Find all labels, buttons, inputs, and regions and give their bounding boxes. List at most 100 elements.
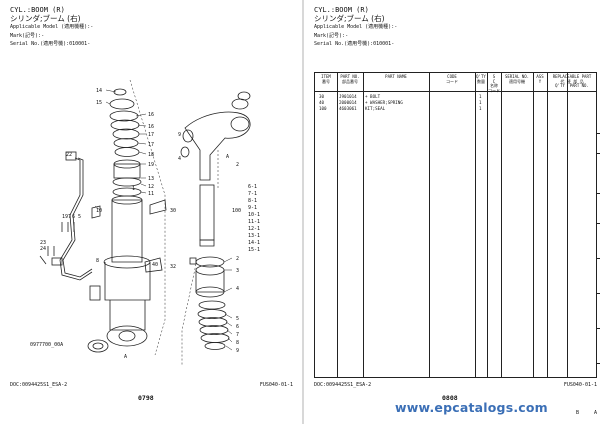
callout-2: 2	[236, 162, 239, 168]
callout-17b: 17	[148, 142, 154, 148]
callout-19b: 19	[62, 214, 68, 220]
table-row: 30 J901014 + BOLT 1	[315, 94, 596, 99]
callout-9-1: 9-1	[248, 205, 257, 211]
callout-11-1: 11-1	[248, 219, 260, 225]
callout-13-1: 13-1	[248, 233, 260, 239]
callout-17a: 17	[148, 132, 154, 138]
right-header: CYL.:BOOM (R) シリンダ;ブーム (右) Applicable Mo…	[314, 6, 397, 49]
callout-10-1: 10-1	[248, 212, 260, 218]
callout-r2: 2	[236, 256, 239, 262]
row-item: 40	[319, 100, 325, 105]
callout-19: 19	[148, 162, 154, 168]
row-name: + BOLT	[365, 94, 381, 99]
callout-18: 18	[148, 152, 154, 158]
callout-5a: 5	[78, 214, 81, 220]
page-gutter	[302, 0, 304, 424]
row-part-no: 2000014	[339, 100, 357, 105]
right-title-jp: シリンダ;ブーム (右)	[314, 13, 385, 23]
col-serial: SERIAL NO. 適用号機	[504, 74, 530, 84]
callout-r3: 3	[236, 268, 239, 274]
row-item: 30	[319, 94, 325, 99]
callout-100: 100	[232, 208, 241, 214]
callout-40: 40	[152, 262, 158, 268]
callout-a2: A	[124, 354, 127, 360]
callout-7a: 7	[68, 214, 71, 220]
callout-30: 30	[170, 208, 176, 214]
callout-16b: 16	[148, 124, 154, 130]
callout-9: 9	[178, 132, 181, 138]
right-footer-code: FUS040-01-1	[563, 382, 597, 388]
right-title-en: CYL.:BOOM (R)	[314, 6, 369, 14]
left-applicable-model: Applicable Model (適用機種):-	[10, 24, 94, 30]
left-page-number: 0798	[138, 394, 154, 402]
callout-1: 1	[132, 186, 135, 192]
right-page-number: 0808	[442, 394, 458, 402]
callout-14: 14	[96, 88, 102, 94]
callout-6a: 6	[72, 214, 75, 220]
callout-6-1: 6-1	[248, 184, 257, 190]
callout-r6: 6	[236, 324, 239, 330]
callout-8a: 8	[96, 258, 99, 264]
callout-8-1: 8-1	[248, 198, 257, 204]
right-page: CYL.:BOOM (R) シリンダ;ブーム (右) Applicable Mo…	[304, 0, 607, 424]
col-assy: ASS Y	[536, 74, 544, 84]
callout-r4: 4	[236, 286, 239, 292]
cylinder-exploded-diagram: 14 15 16 16 17 17 18 19 13 12 11 10 9 4 …	[39, 79, 260, 365]
callout-r5: 5	[236, 316, 239, 322]
callout-24: 24	[40, 246, 46, 252]
table-row: 100 4603061 KIT;SEAL 1	[315, 106, 596, 111]
row-name: + WASHER;SPRING	[365, 100, 403, 105]
col-qty: Q'TY 数量	[476, 74, 486, 84]
callout-4: 4	[178, 156, 181, 162]
callout-12-1: 12-1	[248, 226, 260, 232]
callout-11: 11	[148, 191, 154, 197]
left-footer-code: FUS040-01-1	[259, 382, 293, 388]
col-replaceable: REPLACEABLE PART 代 替 部 品 Q'TY PART NO.	[552, 74, 592, 89]
callout-10: 10	[96, 208, 102, 214]
callout-7-1: 7-1	[248, 191, 257, 197]
callout-13: 13	[148, 176, 154, 182]
callout-23: 23	[40, 240, 46, 246]
col-code: CODE コード	[446, 74, 458, 84]
callout-15: 15	[96, 100, 102, 106]
row-part-no: 4603061	[339, 106, 357, 111]
callout-32: 32	[170, 264, 176, 270]
row-qty: 1	[479, 94, 482, 99]
right-serial: Serial No.(適用号機):010001-	[314, 41, 395, 47]
callout-r7: 7	[236, 332, 239, 338]
right-mark: Mark(記号):-	[314, 32, 349, 39]
side-mark-a: A	[594, 410, 598, 416]
callout-16a: 16	[148, 112, 154, 118]
left-footer-doc: DOC:0094425S1_ESA-2	[10, 382, 68, 388]
col-part-no: PART NO. 部品番号	[340, 74, 360, 84]
row-item: 100	[319, 106, 327, 111]
right-footer-doc: DOC:0094425S1_ESA-2	[314, 382, 372, 388]
callout-15-1: 15-1	[248, 247, 260, 253]
left-title-jp: シリンダ;ブーム (右)	[10, 13, 81, 23]
row-name: KIT;SEAL	[365, 106, 386, 111]
callout-14-1: 14-1	[248, 240, 260, 246]
table-row: 40 2000014 + WASHER;SPRING 1	[315, 100, 596, 105]
row-qty: 1	[479, 106, 482, 111]
row-part-no: J901014	[339, 94, 357, 99]
left-mark: Mark(記号):-	[10, 32, 45, 39]
parts-table-header: ITEM 番号 PART NO. 部品番号 PART NAME CODE コード…	[315, 73, 596, 93]
callout-r9: 9	[236, 348, 239, 354]
left-page: CYL.:BOOM (R) シリンダ;ブーム (右) Applicable Mo…	[0, 0, 303, 424]
callout-22: 22	[66, 152, 72, 158]
left-title-en: CYL.:BOOM (R)	[10, 6, 65, 14]
callout-r8: 8	[236, 340, 239, 346]
col-part-name: PART NAME	[385, 74, 407, 79]
left-header: CYL.:BOOM (R) シリンダ;ブーム (右) Applicable Mo…	[10, 6, 93, 49]
row-qty: 1	[479, 100, 482, 105]
callout-a: A	[226, 154, 229, 160]
parts-table: ITEM 番号 PART NO. 部品番号 PART NAME CODE コード…	[314, 72, 600, 378]
side-mark-b: B	[576, 410, 580, 416]
col-sc: S C 名称 コード	[488, 74, 500, 93]
drawing-number: 0977700_00A	[30, 342, 64, 348]
col-item: ITEM 番号	[321, 74, 331, 84]
watermark-url: www.epcatalogs.com	[395, 400, 548, 415]
callout-12: 12	[148, 184, 154, 190]
right-applicable-model: Applicable Model (適用機種):-	[314, 24, 398, 30]
left-serial: Serial No.(適用号機):010001-	[10, 41, 91, 47]
